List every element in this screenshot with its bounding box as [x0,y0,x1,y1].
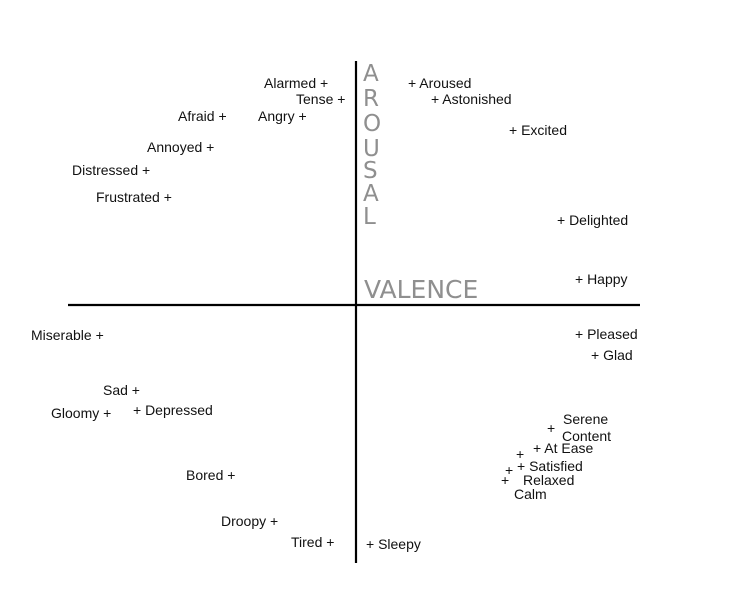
emotion-label-frustrated: Frustrated + [96,189,172,205]
emotion-label-sleepy: + Sleepy [366,536,421,552]
emotion-label-aroused: + Aroused [408,75,471,91]
emotion-label-calm: Calm [514,486,547,502]
arousal-letter: R [363,86,379,112]
emotion-label-delighted: + Delighted [557,212,628,228]
valence-axis-title: VALENCE [364,275,478,304]
arousal-letter: A [363,181,379,207]
arousal-letter: S [363,158,378,184]
emotion-label-at-ease: + At Ease [533,440,594,456]
emotion-label-annoyed: Annoyed + [147,139,214,155]
emotion-label-relaxed: Relaxed [523,472,574,488]
arousal-letter: O [363,111,381,137]
emotion-label-pleased: + Pleased [575,326,638,342]
emotion-label-excited: + Excited [509,122,567,138]
arousal-axis-title: A R O U S A L [363,61,381,230]
emotion-label-happy: + Happy [575,271,628,287]
emotion-label-afraid: Afraid + [178,108,227,124]
emotion-label-tired: Tired + [291,534,334,550]
arousal-letter: A [363,61,379,87]
emotion-label-miserable: Miserable + [31,327,104,343]
emotion-label-droopy: Droopy + [221,513,278,529]
emotion-label-astonished: + Astonished [431,91,512,107]
emotion-label-depressed: + Depressed [133,402,213,418]
arousal-letter: U [363,136,380,162]
emotion-marker-serene: + [547,420,555,436]
emotion-label-angry: Angry + [258,108,307,124]
emotion-label-content: Content [562,428,611,444]
emotion-label-glad: + Glad [591,347,633,363]
arousal-letter: L [363,204,376,230]
emotion-label-tense: Tense + [296,91,345,107]
emotion-label-sad: Sad + [103,382,140,398]
emotion-label-distressed: Distressed + [72,162,150,178]
emotion-label-serene: Serene [563,411,608,427]
emotion-label-gloomy: Gloomy + [51,405,111,421]
emotion-label-bored: Bored + [186,467,235,483]
emotion-label-satisfied: + Satisfied [517,458,583,474]
emotion-marker-satisfied: + [505,462,513,478]
emotion-marker-content: + [516,446,524,462]
emotion-marker-relaxed: + [501,472,509,488]
emotion-label-alarmed: Alarmed + [264,75,328,91]
